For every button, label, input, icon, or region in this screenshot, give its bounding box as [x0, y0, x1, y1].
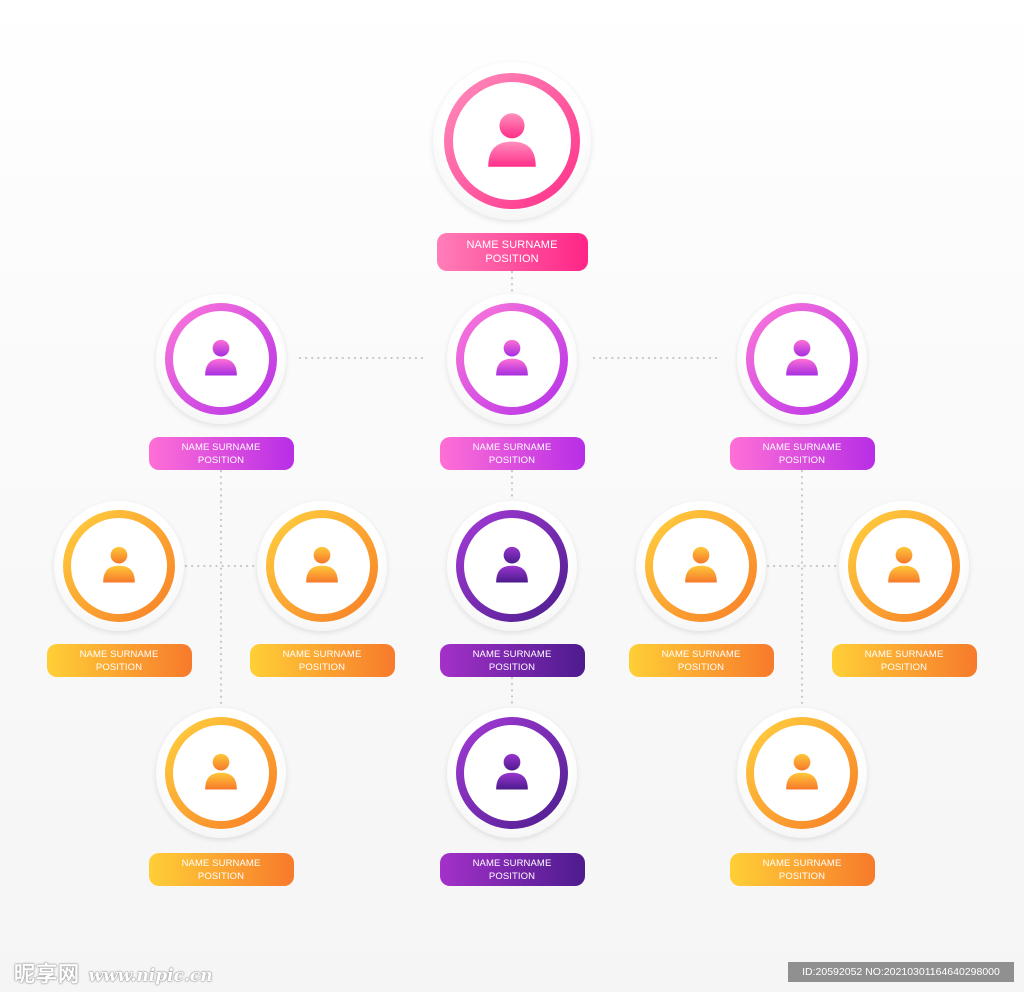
person-position: POSITION [778, 454, 826, 466]
person-icon [780, 335, 824, 379]
person-name: NAME SURNAME [762, 441, 842, 453]
person-name: NAME SURNAME [282, 648, 362, 660]
person-name: NAME SURNAME [472, 441, 552, 453]
person-name: NAME SURNAME [466, 239, 558, 251]
person-icon [679, 542, 723, 586]
person-position: POSITION [778, 870, 826, 882]
image-id-bar: ID:20592052 NO:20210301164640298000 [788, 962, 1014, 982]
person-icon [97, 542, 141, 586]
person-position: POSITION [488, 661, 536, 673]
person-position: POSITION [880, 661, 928, 673]
watermark-brand: 昵享网 [14, 961, 80, 986]
person-position: POSITION [677, 661, 725, 673]
person-name: NAME SURNAME [79, 648, 159, 660]
watermark-url: www.nipic.cn [88, 966, 213, 986]
person-icon [490, 542, 534, 586]
person-icon [490, 335, 534, 379]
person-icon [300, 542, 344, 586]
name-label: NAME SURNAME POSITION [436, 233, 588, 271]
person-name: NAME SURNAME [661, 648, 741, 660]
person-name: NAME SURNAME [864, 648, 944, 660]
person-position: POSITION [485, 253, 539, 265]
person-name: NAME SURNAME [181, 441, 261, 453]
person-icon [780, 749, 824, 793]
person-position: POSITION [488, 454, 536, 466]
person-name: NAME SURNAME [762, 857, 842, 869]
person-icon [490, 749, 534, 793]
person-position: POSITION [197, 454, 245, 466]
person-name: NAME SURNAME [472, 857, 552, 869]
watermark-logo: 昵享网 www.nipic.cn [14, 958, 213, 988]
person-icon [199, 335, 243, 379]
person-position: POSITION [488, 870, 536, 882]
person-icon [479, 106, 545, 172]
person-icon [199, 749, 243, 793]
person-position: POSITION [298, 661, 346, 673]
person-name: NAME SURNAME [472, 648, 552, 660]
avatar-background [453, 82, 571, 200]
person-position: POSITION [197, 870, 245, 882]
person-icon [882, 542, 926, 586]
person-position: POSITION [95, 661, 143, 673]
person-name: NAME SURNAME [181, 857, 261, 869]
